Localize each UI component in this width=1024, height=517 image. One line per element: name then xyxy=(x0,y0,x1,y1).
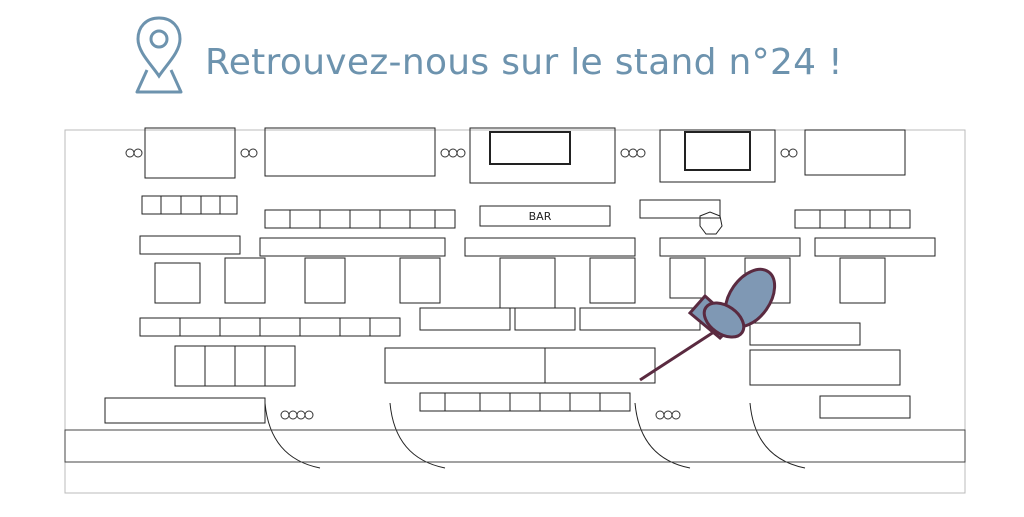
bar-label: BAR xyxy=(529,210,552,223)
floor-plan: BAR xyxy=(64,127,966,494)
page-title: Retrouvez-nous sur le stand n°24 ! xyxy=(205,42,843,83)
map-pin-icon xyxy=(135,16,183,94)
pushpin-icon xyxy=(639,267,777,382)
header: Retrouvez-nous sur le stand n°24 ! xyxy=(0,0,1024,110)
